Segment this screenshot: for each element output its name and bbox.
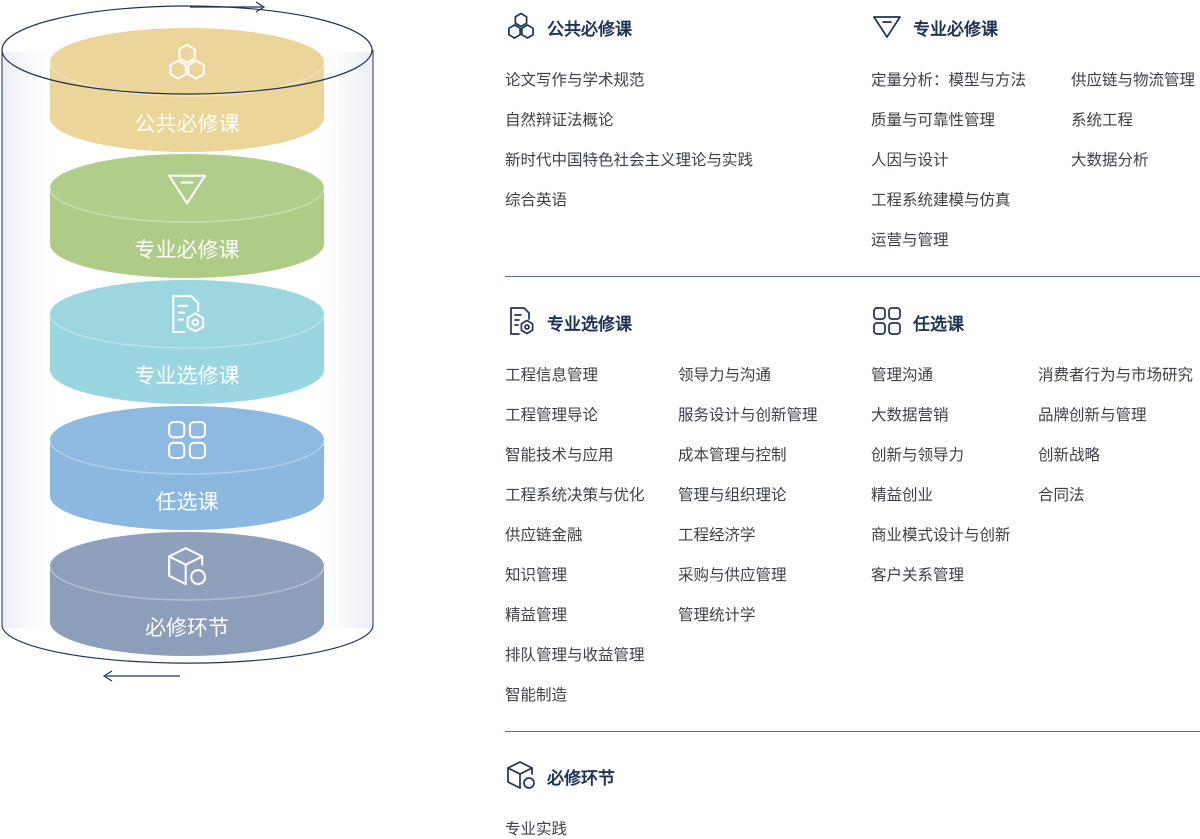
- course-item: 创新战略: [1038, 446, 1101, 464]
- cylinder-layer-required-link: 必修环节: [49, 532, 325, 656]
- course-item: 人因与设计: [871, 151, 949, 169]
- cylinder-layer-label: 必修环节: [145, 616, 229, 640]
- course-item: 论文写作与学术规范: [505, 71, 645, 89]
- diamond-gem-icon: [168, 174, 207, 205]
- document-gear-icon: [172, 295, 205, 334]
- hexagon-cluster-icon: [505, 10, 537, 42]
- course-item: 品牌创新与管理: [1038, 406, 1147, 424]
- cylinder-layer-public-required: 公共必修课: [49, 28, 325, 152]
- course-item: 商业模式设计与创新: [871, 526, 1011, 544]
- cylinder-layer-major-elective: 专业选修课: [49, 280, 325, 404]
- course-item: 管理沟通: [871, 366, 934, 384]
- four-squares-icon: [871, 305, 903, 337]
- course-item: 工程管理导论: [505, 406, 599, 424]
- section-title-required-link: 必修环节: [547, 769, 615, 789]
- cylinder-layer-major-required: 专业必修课: [49, 154, 325, 278]
- cylinder-layer-elective: 任选课: [49, 406, 325, 530]
- cylinder-layer-label: 专业必修课: [135, 238, 240, 262]
- cube-circle-icon: [505, 759, 537, 791]
- course-item: 知识管理: [505, 566, 568, 584]
- section-title-major-elective: 专业选修课: [547, 315, 632, 335]
- rotate-arrow-bottom-icon: [102, 670, 113, 682]
- cube-circle-icon: [168, 547, 207, 586]
- diamond-gem-icon: [871, 10, 903, 42]
- course-item: 管理与组织理论: [678, 486, 787, 504]
- cylinder-top-ring: [1, 5, 373, 95]
- course-item: 管理统计学: [678, 606, 756, 624]
- course-item: 排队管理与收益管理: [505, 646, 645, 664]
- course-item: 质量与可靠性管理: [871, 111, 996, 129]
- course-item: 智能制造: [505, 686, 568, 704]
- course-item: 新时代中国特色社会主义理论与实践: [505, 151, 754, 169]
- course-item: 专业实践: [505, 820, 568, 838]
- cylinder-layer-label: 公共必修课: [135, 112, 240, 136]
- course-item: 工程系统决策与优化: [505, 486, 645, 504]
- course-item: 消费者行为与市场研究: [1038, 366, 1194, 384]
- section-title-elective: 任选课: [913, 315, 964, 335]
- course-item: 供应链与物流管理: [1071, 71, 1196, 89]
- course-item: 合同法: [1038, 486, 1085, 504]
- course-item: 供应链金融: [505, 526, 583, 544]
- course-item: 工程信息管理: [505, 366, 599, 384]
- course-item: 成本管理与控制: [678, 446, 787, 464]
- course-item: 精益创业: [871, 486, 934, 504]
- cylinder-layer-label: 专业选修课: [135, 364, 240, 388]
- course-item: 智能技术与应用: [505, 446, 614, 464]
- section-title-major-required: 专业必修课: [913, 20, 998, 40]
- course-item: 综合英语: [505, 191, 568, 209]
- course-item: 精益管理: [505, 606, 568, 624]
- section-title-public-required: 公共必修课: [547, 20, 632, 40]
- course-item: 系统工程: [1071, 111, 1134, 129]
- cylinder-layer-label: 任选课: [156, 490, 219, 514]
- course-item: 自然辩证法概论: [505, 111, 614, 129]
- document-gear-icon: [505, 305, 537, 337]
- course-item: 工程系统建模与仿真: [871, 191, 1011, 209]
- course-item: 大数据分析: [1071, 151, 1149, 169]
- course-item: 客户关系管理: [871, 566, 965, 584]
- course-item: 定量分析：模型与方法: [871, 71, 1027, 89]
- section-divider: [505, 731, 1200, 732]
- course-item: 大数据营销: [871, 406, 949, 424]
- rotate-arrow-top-icon: [255, 1, 266, 13]
- hexagon-cluster-icon: [169, 43, 205, 80]
- section-divider: [505, 276, 1200, 277]
- course-item: 创新与领导力: [871, 446, 965, 464]
- course-item: 运营与管理: [871, 231, 949, 249]
- cylinder-bottom-ring: [1, 624, 374, 664]
- course-item: 采购与供应管理: [678, 566, 787, 584]
- four-squares-icon: [168, 421, 207, 460]
- course-item: 领导力与沟通: [678, 366, 772, 384]
- course-item: 服务设计与创新管理: [678, 406, 818, 424]
- course-item: 工程经济学: [678, 526, 756, 544]
